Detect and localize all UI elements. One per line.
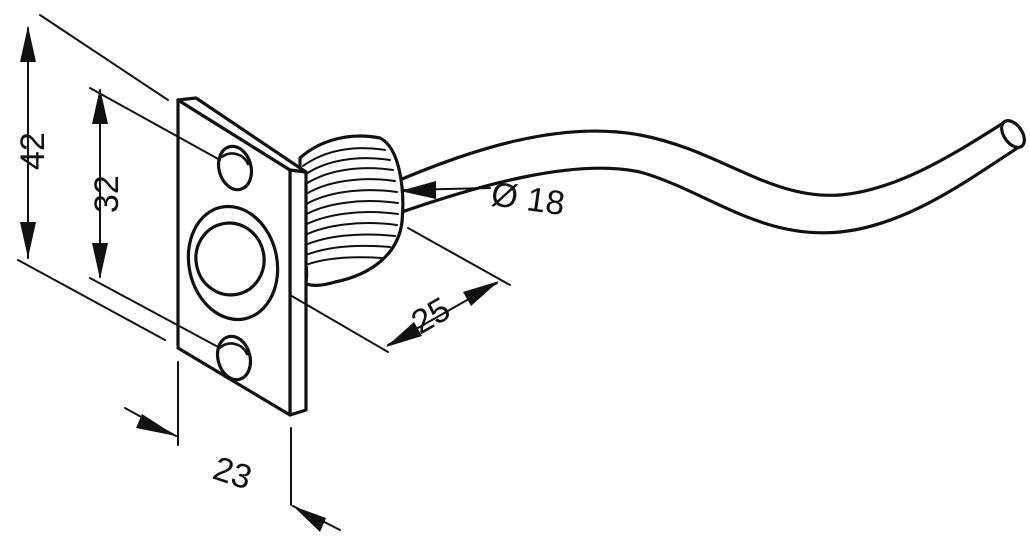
dimension-42-label: 42 (14, 132, 52, 170)
threaded-nut (298, 134, 405, 287)
dimension-32-label: 32 (88, 175, 126, 213)
dimension-32 (89, 87, 221, 349)
center-bolt (194, 221, 266, 297)
dimension-diameter (400, 181, 491, 199)
dimension-42 (17, 14, 169, 341)
dimension-diameter-label: Ø 18 (489, 175, 567, 223)
cable (393, 119, 1026, 235)
dimension-23 (124, 361, 341, 532)
dimension-25 (289, 227, 511, 353)
dimension-23-label: 23 (209, 449, 257, 497)
mounting-plate (176, 96, 308, 417)
